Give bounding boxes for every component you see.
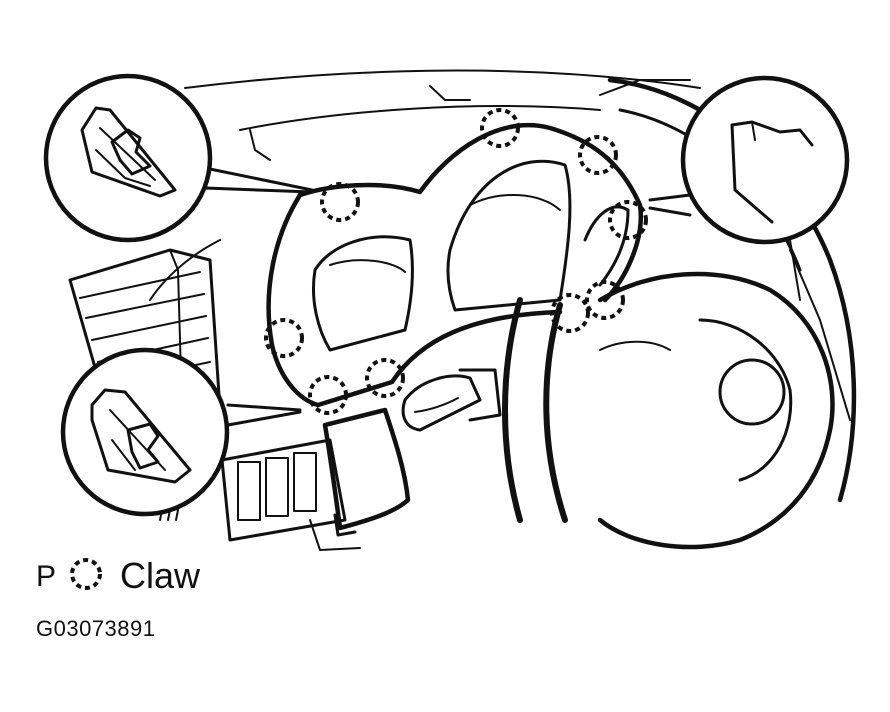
legend: P Claw xyxy=(36,548,200,594)
legend-label: Claw xyxy=(120,555,201,596)
claw-marker xyxy=(578,135,618,175)
callout-upper-left xyxy=(43,73,314,243)
dashed-circle-icon xyxy=(70,558,103,590)
claw-marker xyxy=(264,318,304,358)
switch-panel xyxy=(220,438,361,551)
steering-wheel xyxy=(502,77,857,550)
claw-marker xyxy=(480,108,520,148)
callout-right xyxy=(648,75,850,245)
legend-prefix: P xyxy=(36,560,57,593)
claw-marker xyxy=(550,293,590,333)
combination-meter xyxy=(266,123,644,408)
meter-hood-part xyxy=(159,407,411,537)
claw-marker xyxy=(365,358,405,398)
claw-marker xyxy=(308,375,348,415)
claw-marker xyxy=(608,200,648,240)
callout-lower-left xyxy=(60,347,302,517)
figure-id: G03073891 xyxy=(36,616,156,641)
claw-marker xyxy=(585,280,625,320)
claw-marker xyxy=(320,182,360,222)
combination-switch-lever xyxy=(401,368,502,432)
claw-markers xyxy=(264,108,648,415)
